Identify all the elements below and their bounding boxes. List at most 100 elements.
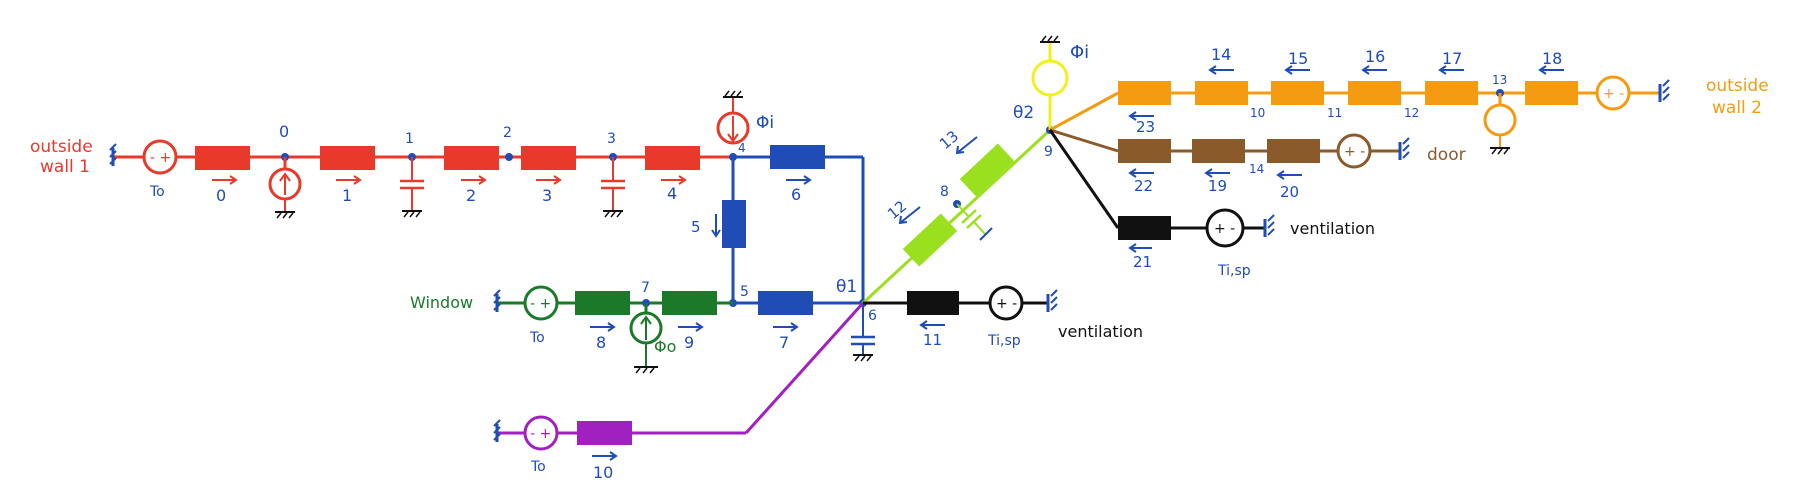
flux-source-wall2 bbox=[1483, 103, 1517, 137]
door-branch: + - 22 19 20 14 door bbox=[1049, 128, 1466, 201]
outside-wall1-label-a: outside bbox=[30, 137, 93, 157]
phi-i-label-yellow: Φi bbox=[1070, 42, 1089, 63]
svg-text:+ -: + - bbox=[1214, 221, 1235, 237]
ventilation-branch-upper: + - 21 Ti,sp ventilation bbox=[1048, 129, 1375, 279]
phi-i-label-wall1: Φi bbox=[756, 113, 774, 133]
resistor-16 bbox=[1348, 81, 1401, 105]
resistor-21 bbox=[1118, 216, 1171, 240]
svg-text:16: 16 bbox=[1365, 47, 1385, 66]
svg-text:21: 21 bbox=[1133, 253, 1152, 271]
svg-text:10: 10 bbox=[1250, 106, 1265, 120]
resistor-14 bbox=[1195, 81, 1248, 105]
resistor-13 bbox=[959, 143, 1015, 197]
theta-1-label: θ1 bbox=[836, 277, 857, 297]
to-label-window: To bbox=[529, 330, 545, 346]
svg-text:3: 3 bbox=[542, 186, 552, 205]
svg-text:5: 5 bbox=[740, 284, 749, 300]
ti-sp-label-lower: Ti,sp bbox=[987, 333, 1021, 349]
svg-text:- +: - + bbox=[530, 296, 551, 312]
svg-text:1: 1 bbox=[342, 186, 352, 205]
svg-text:4: 4 bbox=[667, 184, 677, 203]
svg-text:10: 10 bbox=[593, 463, 613, 482]
svg-text:+ -: + - bbox=[1603, 86, 1624, 102]
svg-text:15: 15 bbox=[1288, 49, 1308, 68]
svg-text:8: 8 bbox=[940, 184, 949, 200]
resistor-18 bbox=[1525, 81, 1578, 105]
svg-text:6: 6 bbox=[791, 185, 801, 204]
resistor-8 bbox=[575, 291, 630, 315]
to-source-window bbox=[523, 285, 559, 321]
to-label-wall1: To bbox=[149, 184, 165, 200]
to-source-wall2 bbox=[1595, 75, 1631, 111]
window-label: Window bbox=[410, 293, 473, 312]
door-label: door bbox=[1427, 145, 1466, 165]
yellow-flux-branch: Φi bbox=[1031, 35, 1089, 130]
svg-text:23: 23 bbox=[1136, 118, 1155, 136]
svg-text:11: 11 bbox=[923, 331, 942, 349]
outside-wall-1-branch: - + bbox=[30, 90, 774, 219]
svg-text:18: 18 bbox=[1542, 49, 1562, 68]
svg-text:- +: - + bbox=[530, 426, 551, 442]
theta-2-label: θ2 bbox=[1013, 103, 1034, 123]
ti-sp-source-upper bbox=[1205, 208, 1245, 248]
svg-text:5: 5 bbox=[691, 218, 701, 236]
window-branch: - + Window To 7 8 9 Φo bbox=[410, 280, 733, 374]
green-diagonal-branch: 12 13 8 9 θ2 bbox=[861, 103, 1054, 305]
svg-text:6: 6 bbox=[868, 308, 877, 324]
svg-text:9: 9 bbox=[684, 333, 694, 352]
svg-text:7: 7 bbox=[779, 333, 789, 352]
svg-text:- +: - + bbox=[150, 150, 171, 166]
resistor-4 bbox=[645, 146, 700, 170]
resistor-5 bbox=[722, 200, 746, 248]
resistor-2 bbox=[444, 146, 499, 170]
resistor-22 bbox=[1118, 139, 1171, 163]
to-source-purple bbox=[523, 415, 559, 451]
svg-text:2: 2 bbox=[466, 186, 476, 205]
resistor-11 bbox=[907, 291, 959, 315]
resistor-12 bbox=[902, 213, 958, 267]
svg-text:17: 17 bbox=[1442, 49, 1462, 68]
svg-text:2: 2 bbox=[503, 125, 512, 141]
phi-o-label: Φo bbox=[654, 337, 676, 356]
svg-text:0: 0 bbox=[279, 122, 289, 141]
resistor-9 bbox=[662, 291, 717, 315]
svg-text:8: 8 bbox=[596, 333, 606, 352]
svg-text:4: 4 bbox=[738, 141, 746, 155]
svg-text:9: 9 bbox=[1044, 144, 1053, 160]
resistor-3 bbox=[521, 146, 576, 170]
outside-wall1-label-b: wall 1 bbox=[40, 157, 90, 177]
svg-text:0: 0 bbox=[216, 186, 226, 205]
resistor-1 bbox=[320, 146, 375, 170]
resistor-10 bbox=[577, 421, 632, 445]
to-source-door bbox=[1336, 133, 1372, 169]
flux-source-phi-i-yellow bbox=[1031, 59, 1069, 97]
svg-text:22: 22 bbox=[1134, 177, 1153, 195]
resistor-19 bbox=[1192, 139, 1245, 163]
resistor-6 bbox=[770, 145, 825, 169]
ventilation-branch-lower: + - 11 Ti,sp ventilation bbox=[863, 285, 1143, 349]
svg-text:14: 14 bbox=[1249, 162, 1264, 176]
svg-text:13: 13 bbox=[1492, 73, 1507, 87]
outside-wall-2-branch: + - 23 14 15 16 17 18 10 11 12 13 outsid… bbox=[1049, 45, 1769, 155]
resistor-0 bbox=[195, 146, 250, 170]
svg-text:+ -: + - bbox=[1344, 144, 1365, 160]
svg-text:7: 7 bbox=[641, 280, 650, 296]
svg-text:12: 12 bbox=[1404, 106, 1419, 120]
resistor-20 bbox=[1267, 139, 1320, 163]
purple-branch: - + To 10 bbox=[493, 301, 865, 482]
ventilation-label-lower: ventilation bbox=[1058, 322, 1143, 341]
ventilation-label-upper: ventilation bbox=[1290, 219, 1375, 238]
svg-text:14: 14 bbox=[1211, 45, 1231, 64]
inner-blue-branches: 6 5 5 7 θ1 6 bbox=[691, 145, 877, 362]
to-source-wall1 bbox=[142, 139, 178, 175]
ti-sp-label-upper: Ti,sp bbox=[1217, 263, 1251, 279]
svg-text:3: 3 bbox=[607, 131, 616, 147]
resistor-7 bbox=[758, 291, 813, 315]
resistor-17 bbox=[1425, 81, 1478, 105]
resistor-23 bbox=[1118, 81, 1171, 105]
svg-text:1: 1 bbox=[405, 131, 414, 147]
to-label-purple: To bbox=[530, 459, 546, 475]
ti-sp-source-lower bbox=[988, 285, 1024, 321]
outside-wall2-label-a: outside bbox=[1706, 76, 1769, 96]
